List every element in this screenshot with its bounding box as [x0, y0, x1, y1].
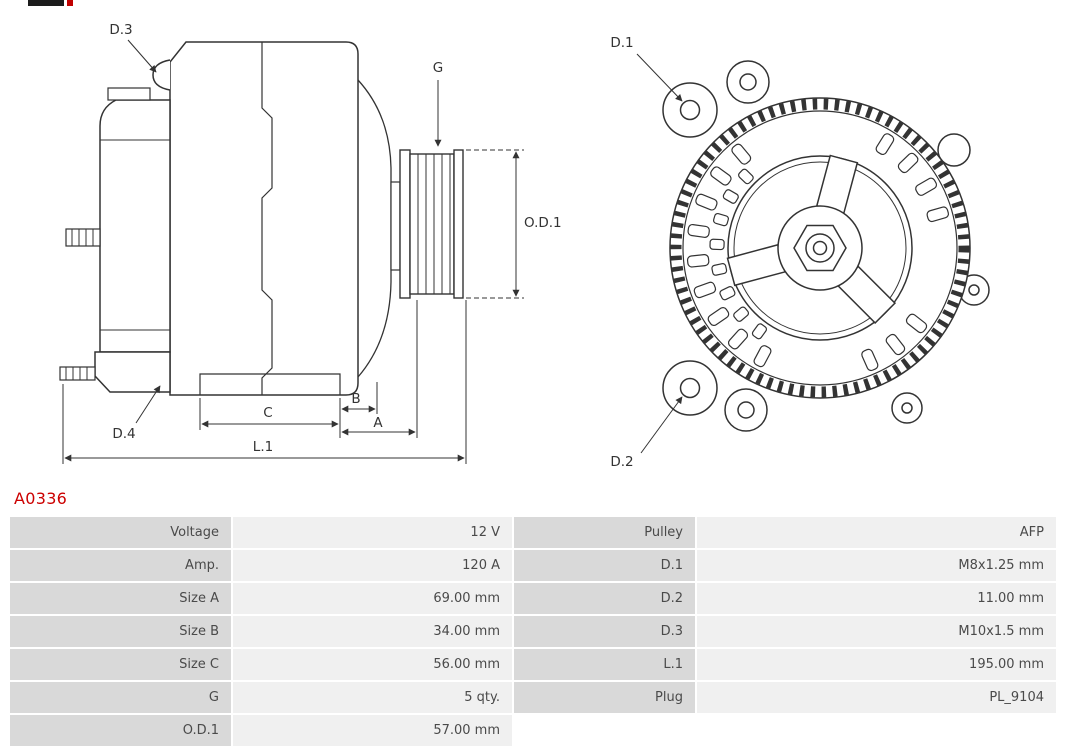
label-od1: O.D.1 — [524, 215, 562, 231]
d3-ear — [152, 59, 171, 91]
side-view-dimensions — [62, 39, 524, 464]
label-d4: D.4 — [112, 426, 135, 442]
empty-cell — [697, 715, 1056, 746]
table-row: Size C 56.00 mm L.1 195.00 mm — [10, 649, 1056, 680]
label-d3: D.3 — [109, 22, 132, 38]
logo-fragment — [28, 0, 73, 6]
spec-label-cell: L.1 — [514, 649, 695, 680]
bottom-stud — [59, 366, 96, 381]
spec-label-cell: Pulley — [514, 517, 695, 548]
label-b: B — [351, 391, 360, 407]
table-row: G 5 qty. Plug PL_9104 — [10, 682, 1056, 713]
spec-label-cell: D.1 — [514, 550, 695, 581]
table-row: Size B 34.00 mm D.3 M10x1.5 mm — [10, 616, 1056, 647]
d2-hole — [679, 377, 701, 399]
label-c: C — [263, 405, 272, 421]
spec-value-cell: 12 V — [233, 517, 512, 548]
spec-value-cell: 34.00 mm — [233, 616, 512, 647]
technical-diagram: D.3 G O.D.1 C B A L.1 D.4 D.1 D.2 — [59, 22, 990, 470]
d1-hole — [679, 99, 701, 121]
spec-value-cell: PL_9104 — [697, 682, 1056, 713]
side-stud — [65, 228, 101, 247]
side-view — [59, 41, 464, 396]
spec-label-cell: Size C — [10, 649, 231, 680]
diagram-labels: D.3 G O.D.1 C B A L.1 D.4 D.1 D.2 — [109, 22, 633, 470]
table-row: Size A 69.00 mm D.2 11.00 mm — [10, 583, 1056, 614]
spec-value-cell: 120 A — [233, 550, 512, 581]
table-row: Voltage 12 V Pulley AFP — [10, 517, 1056, 548]
empty-cell — [514, 715, 695, 746]
label-a: A — [373, 415, 383, 431]
table-row: O.D.1 57.00 mm — [10, 715, 1056, 746]
label-d1: D.1 — [610, 35, 633, 51]
spec-label-cell: Plug — [514, 682, 695, 713]
label-d2: D.2 — [610, 454, 633, 470]
fan-spokes — [726, 154, 897, 325]
spec-label-cell: O.D.1 — [10, 715, 231, 746]
spec-value-cell: M8x1.25 mm — [697, 550, 1056, 581]
d4-lug — [94, 351, 171, 393]
spec-label-cell: D.3 — [514, 616, 695, 647]
shaft — [390, 181, 401, 271]
spec-value-cell: 5 qty. — [233, 682, 512, 713]
front-view — [662, 60, 990, 432]
spec-value-cell: AFP — [697, 517, 1056, 548]
spec-value-cell: 11.00 mm — [697, 583, 1056, 614]
spec-value-cell: 69.00 mm — [233, 583, 512, 614]
spec-value-cell: M10x1.5 mm — [697, 616, 1056, 647]
pulley — [399, 149, 464, 299]
spec-label-cell: D.2 — [514, 583, 695, 614]
vent-slots — [686, 133, 950, 372]
label-l1: L.1 — [253, 439, 273, 455]
spec-label-cell: Size B — [10, 616, 231, 647]
spec-value-cell: 57.00 mm — [233, 715, 512, 746]
spec-label-cell: Voltage — [10, 517, 231, 548]
label-g: G — [433, 60, 443, 76]
spec-value-cell: 56.00 mm — [233, 649, 512, 680]
spec-label-cell: Amp. — [10, 550, 231, 581]
front-housing — [169, 41, 359, 396]
pulley-nut — [777, 205, 863, 291]
spec-label-cell: G — [10, 682, 231, 713]
front-view-leaders — [636, 53, 683, 454]
part-number: A0336 — [14, 489, 68, 508]
spec-value-cell: 195.00 mm — [697, 649, 1056, 680]
spec-table: Voltage 12 V Pulley AFP Amp. 120 A D.1 M… — [10, 517, 1056, 746]
rear-housing — [99, 99, 171, 353]
table-row: Amp. 120 A D.1 M8x1.25 mm — [10, 550, 1056, 581]
spec-label-cell: Size A — [10, 583, 231, 614]
